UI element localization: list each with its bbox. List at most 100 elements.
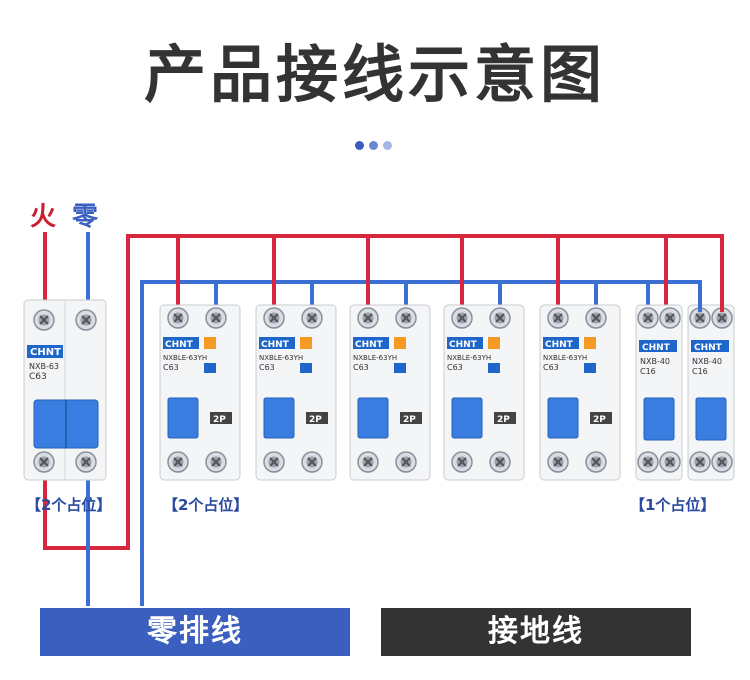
rcbo-4-screw-top-left	[451, 307, 473, 329]
rcbo-4-pole-plate	[494, 412, 516, 424]
mcb-2-toggle-handle	[695, 397, 727, 441]
rcbo-5-screw-top-left	[547, 307, 569, 329]
rcbo-3-pole-text: 2P	[403, 415, 416, 425]
mcb-2-model-text: NXB-40	[692, 357, 722, 366]
rcbo-3-screw-bottom-right	[395, 451, 417, 473]
rcbo-1-screw-top-right	[205, 307, 227, 329]
rcbo-2-indicator	[300, 363, 312, 373]
dot-3	[383, 141, 392, 150]
ground-bar: 接地线	[381, 608, 691, 656]
rcbo-2-screw-bottom-right	[301, 451, 323, 473]
rcbo-3-brand-text: CHNT	[355, 340, 384, 350]
live-label: 火	[30, 202, 57, 232]
rcbo-4-screw-top-right	[489, 307, 511, 329]
rcbo-breaker-1	[159, 304, 241, 481]
rcbo-1-screw-bottom-right	[205, 451, 227, 473]
rcbo-3-brand-plate	[353, 337, 389, 349]
rcbo-5-screw-bottom-right	[585, 451, 607, 473]
rcbo-3-toggle-handle	[357, 397, 389, 439]
rcbo-3-screw-top-left	[357, 307, 379, 329]
mcb-1-rating-text: C16	[640, 367, 656, 376]
rcbo-1-test-button	[204, 337, 216, 349]
rcbo-4-screw-bottom-right	[489, 451, 511, 473]
page-title: 产品接线示意图	[143, 38, 606, 111]
rcbo-5-model-text: NXBLE-63YH	[543, 354, 587, 362]
rcbo-1-pole-text: 2P	[213, 415, 226, 425]
rcbo-breaker-3	[349, 304, 431, 481]
rcbo-4-pole-text: 2P	[497, 415, 510, 425]
rcbo-breaker-4	[443, 304, 525, 481]
mcb-2-screw-bottom-right	[711, 451, 733, 473]
neutral-bus-bar: 零排线	[40, 608, 350, 656]
main-brand-plate	[27, 345, 63, 358]
rcbo-4-screw-bottom-left	[451, 451, 473, 473]
rcbo-5-pole-text: 2P	[593, 415, 606, 425]
rcbo-breaker-5	[539, 304, 621, 481]
dot-1	[355, 141, 364, 150]
main-breaker	[23, 299, 107, 481]
rcbo-5-toggle-handle	[547, 397, 579, 439]
slot-label-middle: 【2个占位】	[163, 496, 249, 514]
mcb-2-brand-text: CHNT	[694, 343, 723, 353]
rcbo-2-test-button	[300, 337, 312, 349]
rcbo-4-model-text: NXBLE-63YH	[447, 354, 491, 362]
slot-label-left: 【2个占位】	[26, 496, 112, 514]
mcb-1-screw-bottom-left	[637, 451, 659, 473]
rcbo-3-test-button	[394, 337, 406, 349]
main-screw-top-left	[33, 309, 55, 331]
rcbo-3-rating-text: C63	[353, 363, 369, 372]
rcbo-5-brand-text: CHNT	[545, 340, 574, 350]
rcbo-2-pole-plate	[306, 412, 328, 424]
mcb-1-model-text: NXB-40	[640, 357, 670, 366]
rcbo-3-pole-plate	[400, 412, 422, 424]
rcbo-2-toggle-handle	[263, 397, 295, 439]
rcbo-2-rating-text: C63	[259, 363, 275, 372]
rcbo-3-model-text: NXBLE-63YH	[353, 354, 397, 362]
main-brand-text: CHNT	[30, 347, 61, 358]
main-screw-bottom-left	[33, 451, 55, 473]
rcbo-3-screw-top-right	[395, 307, 417, 329]
rcbo-1-rating-text: C63	[163, 363, 179, 372]
rcbo-breaker-2	[255, 304, 337, 481]
rcbo-4-indicator	[488, 363, 500, 373]
rcbo-1-toggle-handle	[167, 397, 199, 439]
decorative-dots	[355, 135, 397, 150]
rcbo-2-model-text: NXBLE-63YH	[259, 354, 303, 362]
rcbo-5-indicator	[584, 363, 596, 373]
mcb-breaker-2	[687, 304, 735, 481]
rcbo-4-brand-text: CHNT	[449, 340, 478, 350]
main-rating-text: C63	[29, 372, 47, 382]
rcbo-1-model-text: NXBLE-63YH	[163, 354, 207, 362]
rcbo-2-screw-top-left	[263, 307, 285, 329]
rcbo-2-brand-text: CHNT	[261, 340, 290, 350]
rcbo-5-screw-bottom-left	[547, 451, 569, 473]
rcbo-2-brand-plate	[259, 337, 295, 349]
mcb-2-rating-text: C16	[692, 367, 708, 376]
mcb-2-screw-bottom-left	[689, 451, 711, 473]
mcb-1-brand-text: CHNT	[642, 343, 671, 353]
rcbo-4-brand-plate	[447, 337, 483, 349]
rcbo-5-test-button	[584, 337, 596, 349]
rcbo-1-screw-top-left	[167, 307, 189, 329]
rcbo-3-screw-bottom-left	[357, 451, 379, 473]
rcbo-5-pole-plate	[590, 412, 612, 424]
live-bus-wire	[43, 234, 724, 550]
rcbo-1-brand-text: CHNT	[165, 340, 194, 350]
rcbo-4-rating-text: C63	[447, 363, 463, 372]
mcb-1-brand-plate	[639, 340, 677, 352]
mcb-1-screw-bottom-right	[659, 451, 681, 473]
rcbo-1-indicator	[204, 363, 216, 373]
rcbo-3-indicator	[394, 363, 406, 373]
rcbo-5-rating-text: C63	[543, 363, 559, 372]
rcbo-2-screw-bottom-left	[263, 451, 285, 473]
dot-2	[369, 141, 378, 150]
rcbo-2-pole-text: 2P	[309, 415, 322, 425]
main-screw-top-right	[75, 309, 97, 331]
mcb-breaker-1	[635, 304, 683, 481]
rcbo-4-test-button	[488, 337, 500, 349]
neutral-label: 零	[72, 202, 99, 232]
rcbo-2-screw-top-right	[301, 307, 323, 329]
rcbo-5-brand-plate	[543, 337, 579, 349]
neutral-bus-wire	[140, 280, 702, 606]
